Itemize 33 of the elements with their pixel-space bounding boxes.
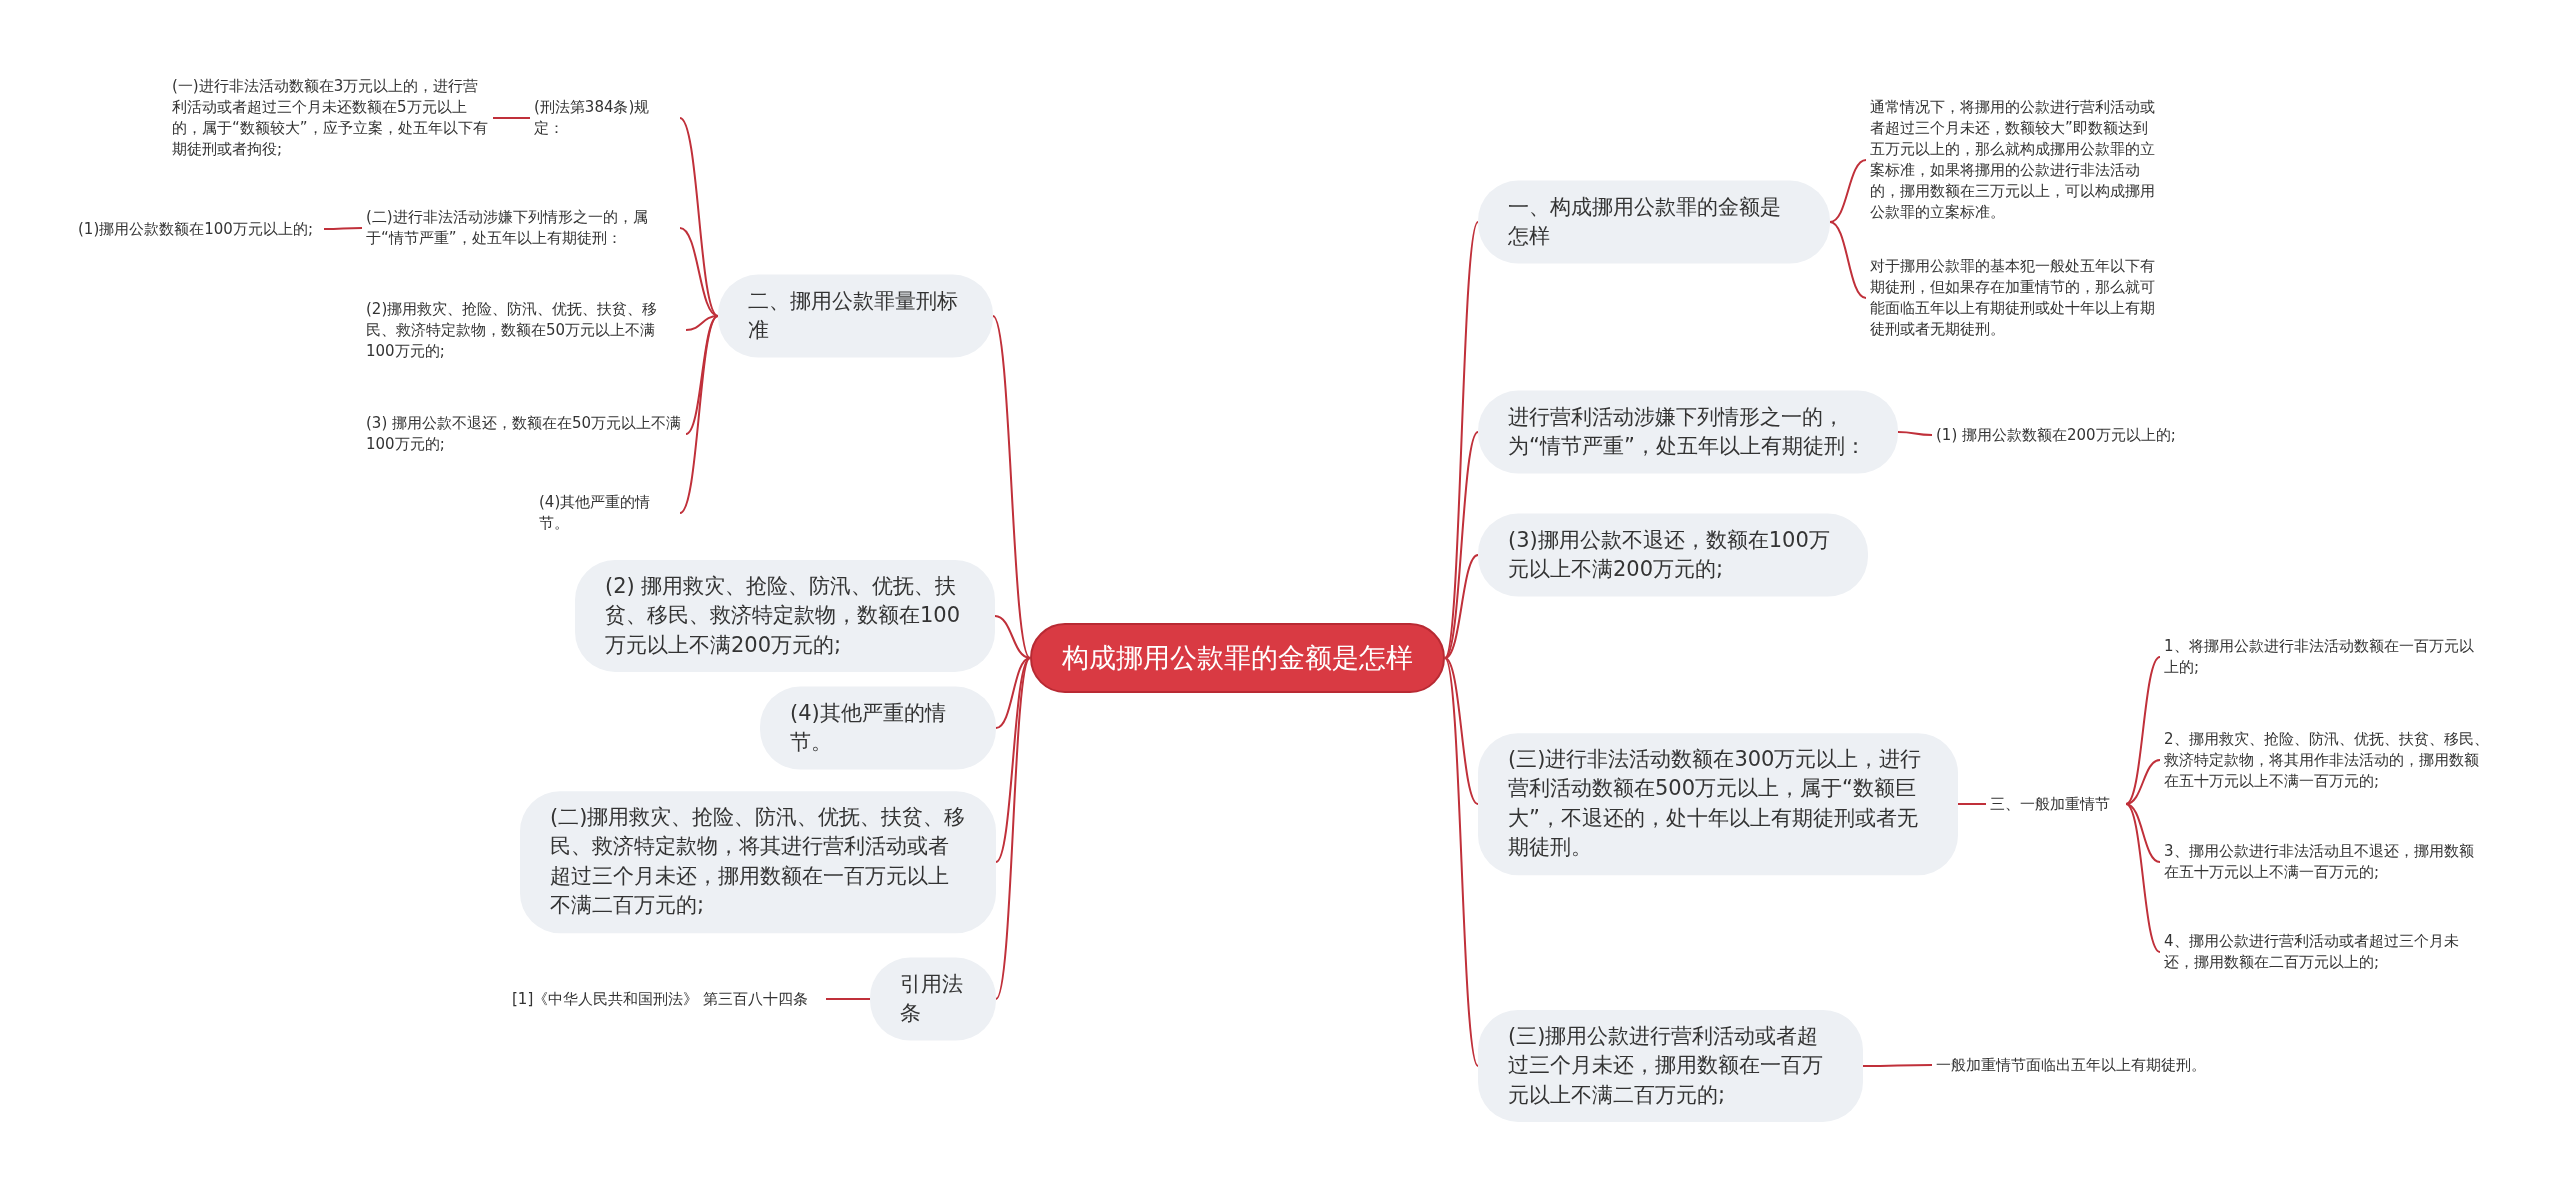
topic-pill: 一、构成挪用公款罪的金额是怎样 [1478,180,1830,264]
topic-pill: (2) 挪用救灾、抢险、防汛、优抚、扶贫、移民、救济特定款物，数额在100万元以上不满200万元的; [575,559,995,673]
connector-line [1957,803,1987,805]
connector-line [679,117,719,317]
connector-line [1862,1064,1933,1067]
connector-line [1829,159,1867,223]
connector-line [323,227,363,230]
connector-line [1897,431,1933,436]
connector-line [992,315,1031,659]
topic-pill: 引用法条 [870,957,996,1041]
central-topic: 构成挪用公款罪的金额是怎样 [1030,623,1445,693]
topic-pill: (4)其他严重的情节。 [760,686,996,770]
topic-pill: (三)进行非法活动数额在300万元以上，进行营利活动数额在500万元以上，属于“数额巨大”，不退还的，处十年以上有期徒刑或者无期徒刑。 [1478,733,1958,875]
connector-line [825,998,871,1000]
connector-line [2125,656,2161,805]
connector-line [995,657,1031,1000]
topic-pill: (二)挪用救灾、抢险、防汛、优抚、扶贫、移民、救济特定款物，将其进行营利活动或者超过三个月未还，挪用数额在一百万元以上不满二百万元的; [520,791,996,933]
connector-line [1444,554,1479,659]
topic-pill: 二、挪用公款罪量刑标准 [718,274,993,358]
connector-line [1829,221,1867,299]
connector-line [1444,431,1479,659]
connector-line [1444,657,1479,805]
topic-pill: (三)挪用公款进行营利活动或者超过三个月未还，挪用数额在一百万元以上不满二百万元的; [1478,1009,1863,1123]
connector-line [492,117,531,119]
connector-line [1444,221,1479,659]
connector-line [679,315,719,514]
connector-line [2125,803,2161,953]
topic-pill: (3)挪用公款不退还，数额在100万元以上不满200万元的; [1478,513,1868,597]
connector-line [679,227,719,317]
connector-line [1444,657,1479,1067]
topic-pill: 进行营利活动涉嫌下列情形之一的，为“情节严重”，处五年以上有期徒刑： [1478,390,1898,474]
connector-line [994,615,1031,659]
connector-line [995,657,1031,863]
